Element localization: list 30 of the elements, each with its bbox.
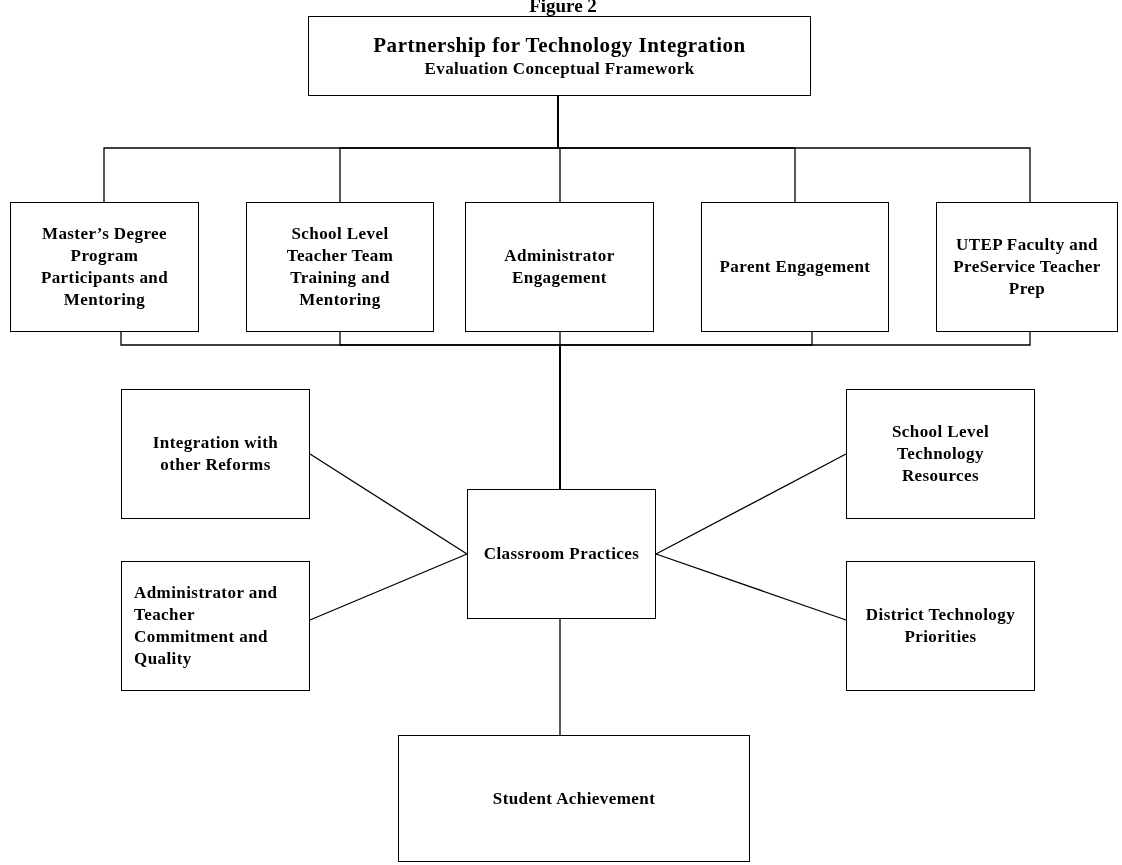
- diagram-heading: Partnership for Technology Integration: [373, 32, 746, 58]
- connector-line: [309, 453, 468, 555]
- process-box: [246, 202, 434, 332]
- box-label: Administrator and Teacher Commitment and Quality: [134, 582, 279, 670]
- box-label: School Level Technology Resources: [890, 421, 991, 487]
- process-box: [701, 202, 889, 332]
- box-label: Parent Engagement: [719, 256, 871, 278]
- process-box: [846, 561, 1035, 691]
- process-box: [308, 16, 811, 96]
- process-box: [121, 389, 310, 519]
- box-label: Integration with other Reforms: [151, 432, 280, 476]
- process-box: [398, 735, 750, 862]
- connector-line: [559, 618, 561, 736]
- box-label: Master’s Degree Program Participants and Mentoring: [39, 223, 170, 311]
- box-label: Classroom Practices: [483, 543, 640, 565]
- process-box: [121, 561, 310, 691]
- box-label: School Level Teacher Team Training and Mentoring: [285, 223, 395, 311]
- connector-line: [655, 453, 847, 555]
- process-box: [10, 202, 199, 332]
- process-box: [467, 489, 656, 619]
- connector-line: [655, 553, 847, 621]
- connector-line: [309, 553, 468, 621]
- box-label: UTEP Faculty and PreService Teacher Prep: [952, 234, 1102, 300]
- process-box: [846, 389, 1035, 519]
- box-label: Student Achievement: [492, 787, 656, 810]
- box-label: District Technology Priorities: [864, 604, 1017, 648]
- process-box: [936, 202, 1118, 332]
- box-label: Administrator Engagement: [503, 245, 616, 289]
- diagram-subheading: Evaluation Conceptual Framework: [424, 58, 695, 80]
- process-box: [465, 202, 654, 332]
